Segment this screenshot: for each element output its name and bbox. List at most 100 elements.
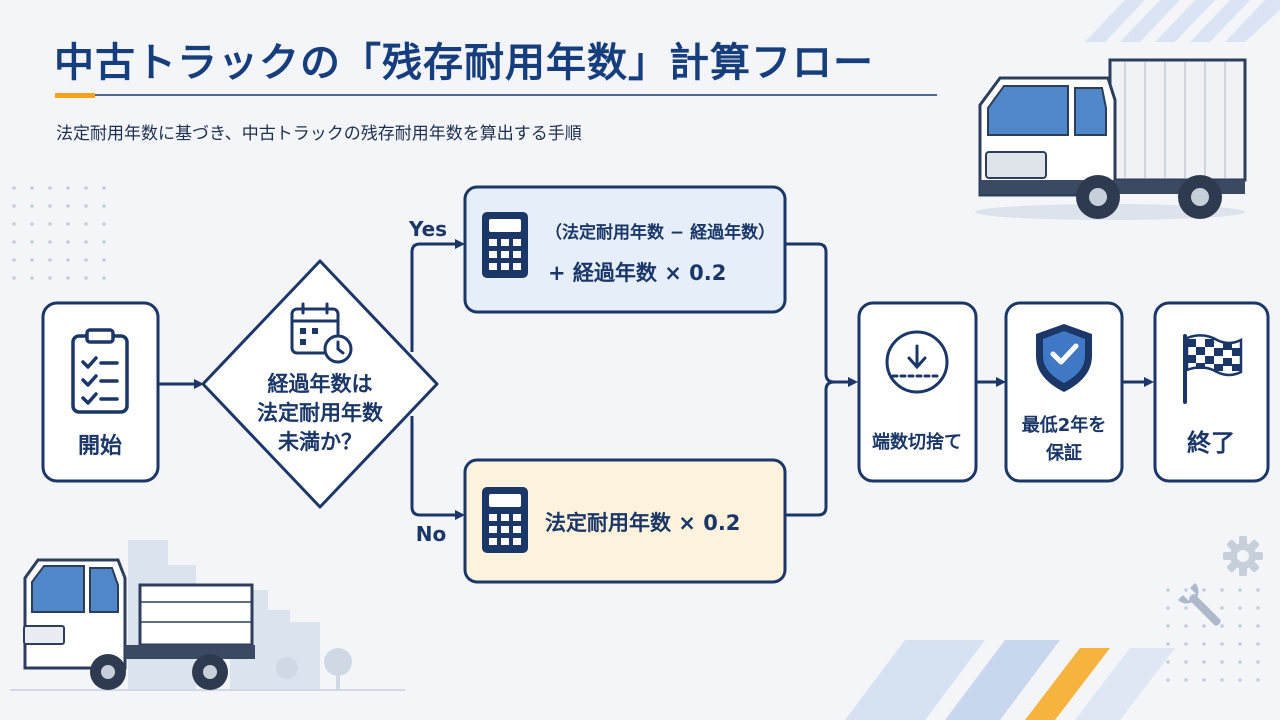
decor-dot <box>84 276 88 280</box>
decor-dot <box>1202 624 1206 628</box>
decor-dot <box>1184 678 1188 682</box>
decor-dot <box>48 258 52 262</box>
decor-dot <box>84 222 88 226</box>
arrow-down-line-icon <box>885 330 949 394</box>
decor-dot <box>102 186 106 190</box>
decor-dot <box>1184 588 1188 592</box>
decor-dot <box>1184 642 1188 646</box>
decor-dot <box>66 186 70 190</box>
bottom-right-stripes <box>845 640 1175 720</box>
decor-dot <box>1256 642 1260 646</box>
decor-dot <box>12 276 16 280</box>
decor-dot <box>12 240 16 244</box>
decor-dot <box>102 258 106 262</box>
yes-label: Yes <box>408 217 447 241</box>
decor-dot <box>48 186 52 190</box>
decor-dot <box>1220 606 1224 610</box>
top-right-stripes <box>1085 0 1280 42</box>
calendar-clock-icon <box>290 302 353 364</box>
minimum-line-1: 最低2年を <box>1022 414 1107 436</box>
decision-line-1: 経過年数は <box>268 372 373 396</box>
minimum-line-2: 保証 <box>1045 442 1082 464</box>
decor-dot <box>1166 624 1170 628</box>
decor-dot <box>1220 660 1224 664</box>
dump-truck-illustration <box>23 558 255 690</box>
round-down-node: 端数切捨て <box>857 301 978 483</box>
no-formula-text: 法定耐用年数 × 0.2 <box>545 511 740 535</box>
decor-dot <box>84 240 88 244</box>
decor-dot <box>1220 624 1224 628</box>
shield-check-icon <box>1036 324 1092 392</box>
decor-dot <box>84 186 88 190</box>
arrow-decision-no <box>410 416 465 520</box>
decor-dot <box>1166 606 1170 610</box>
decor-dot <box>1256 624 1260 628</box>
arrow-decision-yes <box>410 239 465 352</box>
decor-dot <box>1184 606 1188 610</box>
decor-dot <box>30 222 34 226</box>
decor-dot <box>84 204 88 208</box>
end-label: 終了 <box>1187 429 1235 457</box>
decor-dot <box>1256 678 1260 682</box>
decor-dot <box>48 222 52 226</box>
decor-dot <box>1238 588 1242 592</box>
gear-icon <box>1223 536 1263 576</box>
decor-dot <box>48 204 52 208</box>
minimum-guarantee-node: 最低2年を 保証 <box>1004 301 1124 483</box>
decor-dot <box>102 240 106 244</box>
decor-dot <box>1202 660 1206 664</box>
decor-dot <box>1184 624 1188 628</box>
start-node: 開始 <box>41 301 160 483</box>
decor-dot <box>66 204 70 208</box>
dot-grid-left <box>12 186 106 280</box>
checkered-flag-icon <box>1183 334 1243 404</box>
decor-dot <box>1220 588 1224 592</box>
decor-dot <box>1202 678 1206 682</box>
header-accent-bar <box>55 93 95 98</box>
calculator-icon <box>482 487 528 553</box>
end-node: 終了 <box>1153 301 1270 483</box>
decision-line-3: 未満か？ <box>278 430 362 454</box>
page-title: 中古トラックの「残存耐用年数」計算フロー <box>54 40 874 86</box>
yes-formula-node: （法定耐用年数 − 経過年数） + 経過年数 × 0.2 <box>463 185 787 314</box>
decor-dot <box>1166 588 1170 592</box>
box-truck-illustration <box>975 58 1247 220</box>
decor-dot <box>12 258 16 262</box>
decor-dot <box>1166 642 1170 646</box>
decor-dot <box>1184 660 1188 664</box>
decor-dot <box>30 204 34 208</box>
decor-dot <box>1166 660 1170 664</box>
decor-dot <box>1256 588 1260 592</box>
decor-dot <box>102 204 106 208</box>
decor-dot <box>30 186 34 190</box>
calculator-icon <box>482 212 528 278</box>
decor-dot <box>1256 606 1260 610</box>
decor-dot <box>1238 606 1242 610</box>
decor-dot <box>1238 642 1242 646</box>
round-down-label: 端数切捨て <box>872 431 962 453</box>
decor-dot <box>1202 642 1206 646</box>
start-label: 開始 <box>78 433 122 459</box>
decor-dot <box>1238 624 1242 628</box>
decor-dot <box>12 186 16 190</box>
connector-yes-merge <box>785 242 835 384</box>
clipboard-checklist-icon <box>71 328 129 414</box>
decor-dot <box>1220 678 1224 682</box>
decor-dot <box>66 276 70 280</box>
decor-dot <box>1166 678 1170 682</box>
decision-node: 経過年数は 法定耐用年数 未満か？ <box>201 259 439 509</box>
decor-dot <box>12 222 16 226</box>
wrench-icon <box>1178 583 1221 626</box>
decor-dot <box>48 276 52 280</box>
yes-formula-line-1: （法定耐用年数 − 経過年数） <box>545 222 775 243</box>
decor-dot <box>1202 588 1206 592</box>
decor-dot <box>1238 660 1242 664</box>
decor-dot <box>84 258 88 262</box>
decision-line-2: 法定耐用年数 <box>257 401 384 425</box>
decor-dot <box>66 258 70 262</box>
no-formula-node: 法定耐用年数 × 0.2 <box>463 458 787 584</box>
dot-grid-right <box>1166 588 1260 682</box>
decor-dot <box>30 276 34 280</box>
